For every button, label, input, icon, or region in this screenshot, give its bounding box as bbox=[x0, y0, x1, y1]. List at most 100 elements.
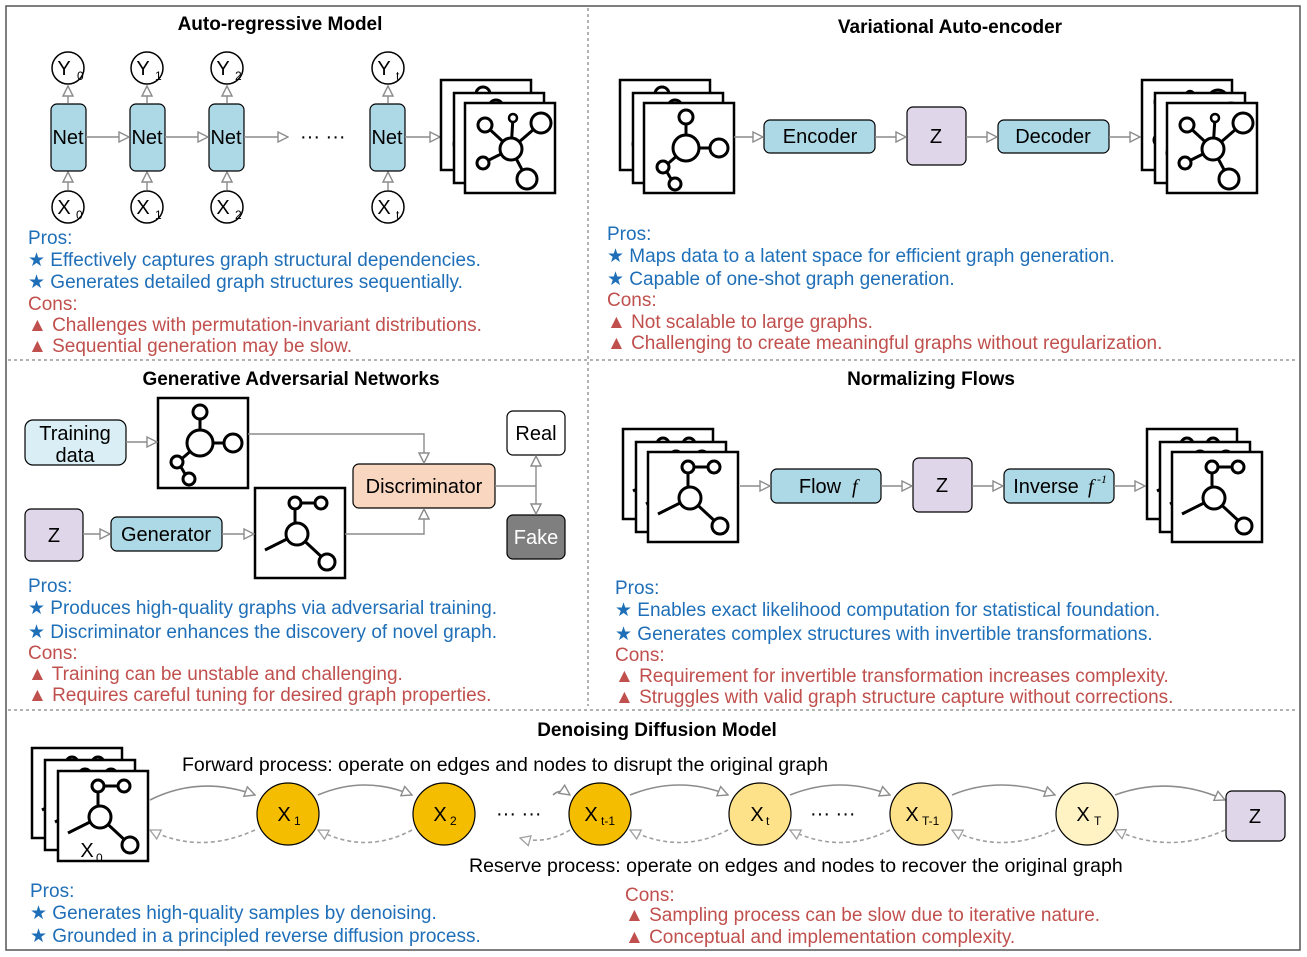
diffusion-pro-1: ★ Grounded in a principled reverse diffu… bbox=[30, 926, 481, 947]
diffusion-node-xT bbox=[1055, 782, 1119, 846]
ar-x-node-1 bbox=[130, 190, 164, 224]
flows-cons-heading: Cons: bbox=[615, 645, 665, 666]
ar-y-nodes: Y 0 Y 1 Y 2 Y t bbox=[51, 51, 405, 85]
flows-pro-0: ★ Enables exact likelihood computation f… bbox=[615, 600, 1160, 621]
flows-con-0: ▲ Requirement for invertible transformat… bbox=[615, 666, 1169, 687]
ar-y-node-0 bbox=[51, 51, 85, 85]
ar-output-graph-stack bbox=[439, 78, 557, 195]
diffusion-cons-heading: Cons: bbox=[625, 885, 675, 906]
diffusion-forward-arrows bbox=[149, 785, 1225, 800]
diffusion-node-xt-1 bbox=[568, 782, 632, 846]
gan-pros-heading: Pros: bbox=[28, 576, 72, 597]
ar-y-sub-1: 1 bbox=[155, 69, 162, 83]
gan-generator-label: Generator bbox=[121, 524, 211, 546]
gan-arrows bbox=[83, 433, 536, 534]
ar-x-sub-t: t bbox=[396, 208, 400, 222]
diffusion-title: Denoising Diffusion Model bbox=[537, 720, 777, 741]
diffusion-node-xt-label: X bbox=[750, 804, 763, 826]
autoregressive-panel: Auto-regressive Model Y 0 Y 1 Y 2 Y t X … bbox=[28, 14, 557, 357]
diffusion-node-xT-1 bbox=[889, 782, 953, 846]
ar-pro-0: ★ Effectively captures graph structural … bbox=[28, 250, 481, 271]
gan-training-line1: Training bbox=[39, 423, 111, 445]
vae-pros-heading: Pros: bbox=[607, 224, 651, 245]
diffusion-node-x1-sub: 1 bbox=[294, 814, 301, 828]
ar-x-label-0: X bbox=[57, 197, 70, 219]
diffusion-node-xt-1-sub: t-1 bbox=[601, 814, 615, 828]
vae-con-0: ▲ Not scalable to large graphs. bbox=[607, 312, 873, 333]
vae-cons-heading: Cons: bbox=[607, 290, 657, 311]
ar-net-label-0: Net bbox=[52, 127, 84, 149]
diffusion-node-x1-label: X bbox=[277, 804, 290, 826]
ar-x-node-2 bbox=[210, 190, 244, 224]
ar-x-sub-2: 2 bbox=[235, 208, 242, 222]
flows-flow-label: Flow bbox=[799, 476, 842, 498]
ar-x-label-t: X bbox=[377, 197, 390, 219]
flows-panel: Normalizing Flows Flow f Z Inverse f -1 … bbox=[615, 369, 1264, 708]
gan-pro-1: ★ Discriminator enhances the discovery o… bbox=[28, 622, 497, 643]
diffusion-reverse-text: Reserve process: operate on edges and no… bbox=[469, 855, 1123, 877]
gan-z-label: Z bbox=[48, 525, 60, 547]
diffusion-nodes: X 1 X 2 ··· ··· X t-1 X t ··· ··· X T-1 … bbox=[256, 782, 1119, 846]
diffusion-pro-0: ★ Generates high-quality samples by deno… bbox=[30, 903, 437, 924]
ar-x-sub-0: 0 bbox=[76, 208, 83, 222]
gan-title: Generative Adversarial Networks bbox=[142, 369, 439, 390]
diffusion-pros-heading: Pros: bbox=[30, 881, 74, 902]
diffusion-node-xT-sub: T bbox=[1094, 814, 1102, 828]
ar-ellipsis: ··· ··· bbox=[300, 126, 346, 148]
flows-inverse-label: Inverse bbox=[1013, 476, 1079, 498]
diffusion-ellipsis-2: ··· ··· bbox=[810, 803, 856, 825]
vae-input-graph-stack bbox=[618, 78, 736, 195]
flows-z-box bbox=[912, 457, 973, 513]
diffusion-node-x2-sub: 2 bbox=[450, 814, 457, 828]
ar-x-sub-1: 1 bbox=[155, 208, 162, 222]
ar-y-label-2: Y bbox=[216, 58, 229, 80]
ar-y-node-2 bbox=[210, 51, 244, 85]
gan-panel: Generative Adversarial Networks Training… bbox=[24, 369, 566, 706]
vae-z-box bbox=[906, 106, 967, 166]
diffusion-panel: Denoising Diffusion Model X 0 Forward pr… bbox=[30, 720, 1286, 948]
ar-y-node-t bbox=[371, 51, 405, 85]
ar-x-node-0 bbox=[51, 190, 85, 224]
flows-z-label: Z bbox=[936, 475, 948, 497]
vae-pro-0: ★ Maps data to a latent space for effici… bbox=[607, 246, 1115, 267]
ar-x-nodes: X 0 X 1 X 2 X t bbox=[51, 190, 405, 224]
diffusion-node-xt-sub: t bbox=[766, 814, 770, 828]
flows-con-1: ▲ Struggles with valid graph structure c… bbox=[615, 687, 1173, 708]
flows-inverse-sup: -1 bbox=[1097, 472, 1107, 486]
ar-y-label-0: Y bbox=[57, 58, 70, 80]
ar-con-0: ▲ Challenges with permutation-invariant … bbox=[28, 315, 482, 336]
diffusion-z-label: Z bbox=[1249, 806, 1261, 828]
diffusion-x0-label: X bbox=[80, 840, 93, 862]
ar-net-boxes: Net Net Net Net bbox=[50, 103, 406, 172]
diffusion-node-xt-1-label: X bbox=[584, 804, 597, 826]
gan-fake-box bbox=[506, 514, 566, 560]
diffusion-con-1: ▲ Conceptual and implementation complexi… bbox=[625, 927, 1015, 948]
ar-y-sub-t: t bbox=[396, 69, 400, 83]
gan-discriminator-label: Discriminator bbox=[366, 476, 483, 498]
gan-z-box bbox=[24, 508, 84, 562]
ar-x-label-2: X bbox=[216, 197, 229, 219]
ar-pro-1: ★ Generates detailed graph structures se… bbox=[28, 272, 463, 293]
ar-net-label-2: Net bbox=[210, 127, 242, 149]
diffusion-node-xT-label: X bbox=[1076, 804, 1089, 826]
flows-input-graph-stack bbox=[621, 427, 740, 544]
vae-title: Variational Auto-encoder bbox=[838, 17, 1063, 38]
ar-y-sub-2: 2 bbox=[235, 69, 242, 83]
gan-real-graph bbox=[156, 396, 250, 490]
diffusion-node-xT-1-sub: T-1 bbox=[922, 814, 940, 828]
outer-frame bbox=[5, 5, 1301, 951]
diffusion-node-x2 bbox=[412, 782, 476, 846]
diffusion-con-0: ▲ Sampling process can be slow due to it… bbox=[625, 905, 1100, 926]
ar-y-label-1: Y bbox=[136, 58, 149, 80]
vae-panel: Variational Auto-encoder Encoder Z Decod… bbox=[607, 17, 1259, 354]
ar-net-label-1: Net bbox=[131, 127, 163, 149]
autoregressive-title: Auto-regressive Model bbox=[178, 14, 383, 35]
vae-z-label: Z bbox=[930, 126, 942, 148]
diffusion-reverse-arrows bbox=[150, 830, 1226, 843]
flows-title: Normalizing Flows bbox=[847, 369, 1015, 390]
ar-y-sub-0: 0 bbox=[77, 69, 84, 83]
ar-net-label-t: Net bbox=[371, 127, 403, 149]
gan-training-line2: data bbox=[56, 445, 96, 467]
gan-con-0: ▲ Training can be unstable and challengi… bbox=[28, 664, 403, 685]
